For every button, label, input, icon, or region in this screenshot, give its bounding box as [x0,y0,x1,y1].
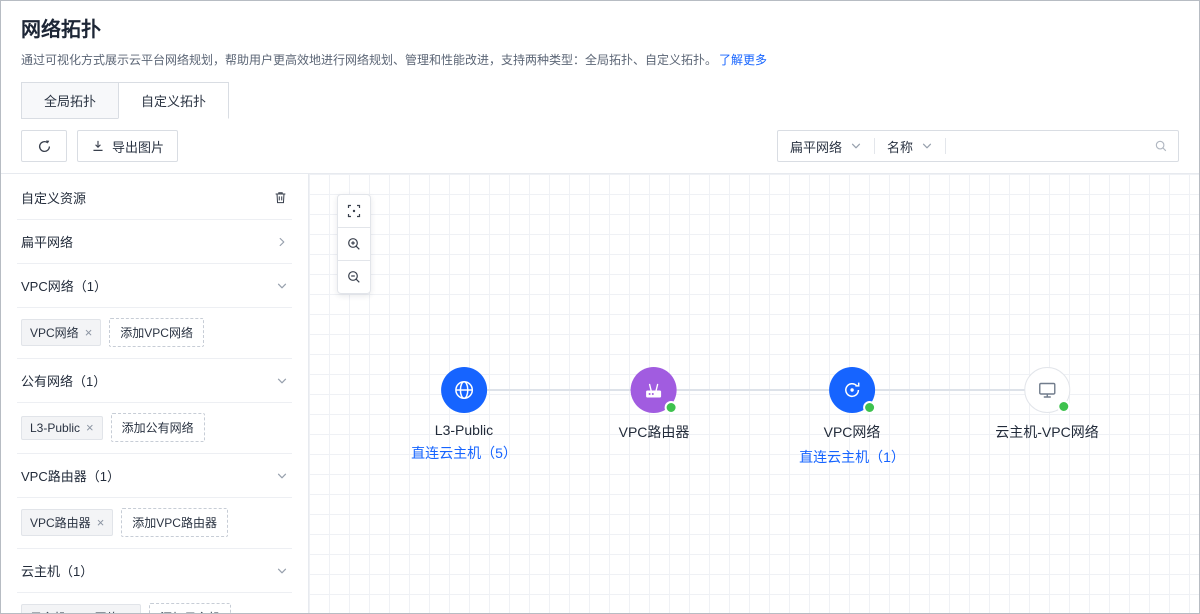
node-label: 云主机-VPC网络 [995,424,1099,440]
divider [945,138,947,154]
divider [874,138,876,154]
panel-title-row: 自定义资源 [17,176,292,220]
download-icon [93,140,103,151]
close-icon[interactable] [86,421,94,434]
chevron-down-icon [922,143,932,149]
fit-view-button[interactable] [337,194,371,228]
status-dot [1056,400,1070,413]
tab-global-topology[interactable]: 全局拓扑 [21,82,120,119]
section-label: 云主机（1） [21,564,94,579]
public-network-tag-row: L3-Public 添加公有网络 [17,403,292,454]
node-vpc-network: VPC网络 直连云主机（1） [799,367,905,467]
zoom-controls [337,194,371,294]
section-vpc-network[interactable]: VPC网络（1） [17,264,292,308]
node-circle[interactable] [1023,367,1070,413]
search-icon [1155,140,1167,152]
tag-label: VPC网络 [30,326,79,340]
custom-resource-panel: 自定义资源 扁平网络 VPC网络（1） VPC网络 添加VPC网络 公有网络（1… [1,174,309,613]
node-vm: 云主机-VPC网络 [995,367,1099,442]
zoom-out-button[interactable] [337,260,371,294]
tag-label: VPC路由器 [30,516,91,530]
section-public-network[interactable]: 公有网络（1） [17,359,292,403]
tab-custom-topology[interactable]: 自定义拓扑 [118,82,230,119]
zoom-in-icon [348,238,360,250]
refresh-button[interactable] [21,130,67,162]
trash-icon[interactable] [273,190,288,205]
node-circle[interactable] [440,367,487,413]
search-icon-button[interactable] [1144,139,1178,153]
add-public-network-button[interactable]: 添加公有网络 [110,413,205,442]
globe-icon [455,381,473,399]
search-field-value: 名称 [887,139,914,155]
status-dot [664,401,678,414]
add-vm-button[interactable]: 添加云主机 [149,603,232,613]
vpc-icon [844,382,860,398]
vm-tag-row: 云主机-VPC网络 添加云主机 [17,593,292,613]
node-l3-public: L3-Public 直连云主机（5） [411,367,517,463]
close-icon[interactable] [125,611,133,613]
section-vpc-router[interactable]: VPC路由器（1） [17,454,292,498]
resource-tag[interactable]: L3-Public [21,415,103,440]
node-vpc-router: VPC路由器 [618,367,690,442]
connected-vms-link[interactable]: 直连云主机（1） [799,449,905,465]
page-title: 网络拓扑 [21,19,101,41]
topology-canvas[interactable]: L3-Public 直连云主机（5） VPC路由器 VPC网络 直连云主机（1） [309,174,1199,613]
node-label: VPC路由器 [618,424,690,440]
close-icon[interactable] [85,326,93,339]
network-type-value: 扁平网络 [790,139,843,155]
content: 自定义资源 扁平网络 VPC网络（1） VPC网络 添加VPC网络 公有网络（1… [1,174,1199,613]
learn-more-link[interactable]: 了解更多 [719,53,768,67]
section-label: VPC网络（1） [21,279,107,294]
node-label: L3-Public [434,422,494,438]
network-type-select[interactable]: 扁平网络 [778,131,874,161]
close-icon[interactable] [97,516,105,529]
add-vpc-router-button[interactable]: 添加VPC路由器 [121,508,228,537]
resource-tag[interactable]: 云主机-VPC网络 [21,604,142,613]
export-image-label: 导出图片 [112,139,165,155]
chevron-down-icon [277,568,287,573]
toolbar: 导出图片 扁平网络 名称 [1,119,1199,174]
node-circle[interactable] [828,367,876,414]
topology-edge [464,389,1047,391]
section-label: 公有网络（1） [21,374,107,389]
topology-tabbar: 全局拓扑 自定义拓扑 [21,82,1199,119]
node-circle[interactable] [630,367,678,414]
tag-label: L3-Public [30,420,81,435]
resource-tag[interactable]: VPC网络 [21,319,102,346]
fit-view-icon [347,204,361,218]
zoom-out-icon [348,271,360,283]
section-label: VPC路由器（1） [21,469,120,484]
section-vm[interactable]: 云主机（1） [17,549,292,593]
search-input[interactable] [946,131,1144,161]
vpc-router-tag-row: VPC路由器 添加VPC路由器 [17,498,292,549]
zoom-in-button[interactable] [337,227,371,261]
toolbar-left: 导出图片 [21,130,179,162]
tag-label: 云主机-VPC网络 [30,609,119,613]
chevron-down-icon [277,283,287,288]
chevron-down-icon [277,378,287,383]
chevron-right-icon [279,237,285,246]
page-description: 通过可视化方式展示云平台网络规划，帮助用户更高效地进行网络规划、管理和性能改进，… [21,52,1179,69]
status-dot [862,401,876,414]
chevron-down-icon [851,143,861,149]
router-icon [646,383,662,398]
resource-tag[interactable]: VPC路由器 [21,509,114,536]
node-label: VPC网络 [823,424,881,440]
page-header: 网络拓扑 通过可视化方式展示云平台网络规划，帮助用户更高效地进行网络规划、管理和… [1,1,1199,69]
export-image-button[interactable]: 导出图片 [77,130,179,162]
search-field-select[interactable]: 名称 [875,131,945,161]
section-flat-network[interactable]: 扁平网络 [17,220,292,264]
refresh-icon [38,140,50,152]
section-label: 扁平网络 [21,235,74,250]
panel-title: 自定义资源 [21,191,87,206]
description-text: 通过可视化方式展示云平台网络规划，帮助用户更高效地进行网络规划、管理和性能改进，… [21,53,718,67]
vm-icon [1038,382,1056,398]
vpc-network-tag-row: VPC网络 添加VPC网络 [17,308,292,359]
connected-vms-link[interactable]: 直连云主机（5） [411,445,517,461]
chevron-down-icon [277,473,287,478]
add-vpc-network-button[interactable]: 添加VPC网络 [109,318,204,347]
filter-search-group: 扁平网络 名称 [777,130,1179,162]
